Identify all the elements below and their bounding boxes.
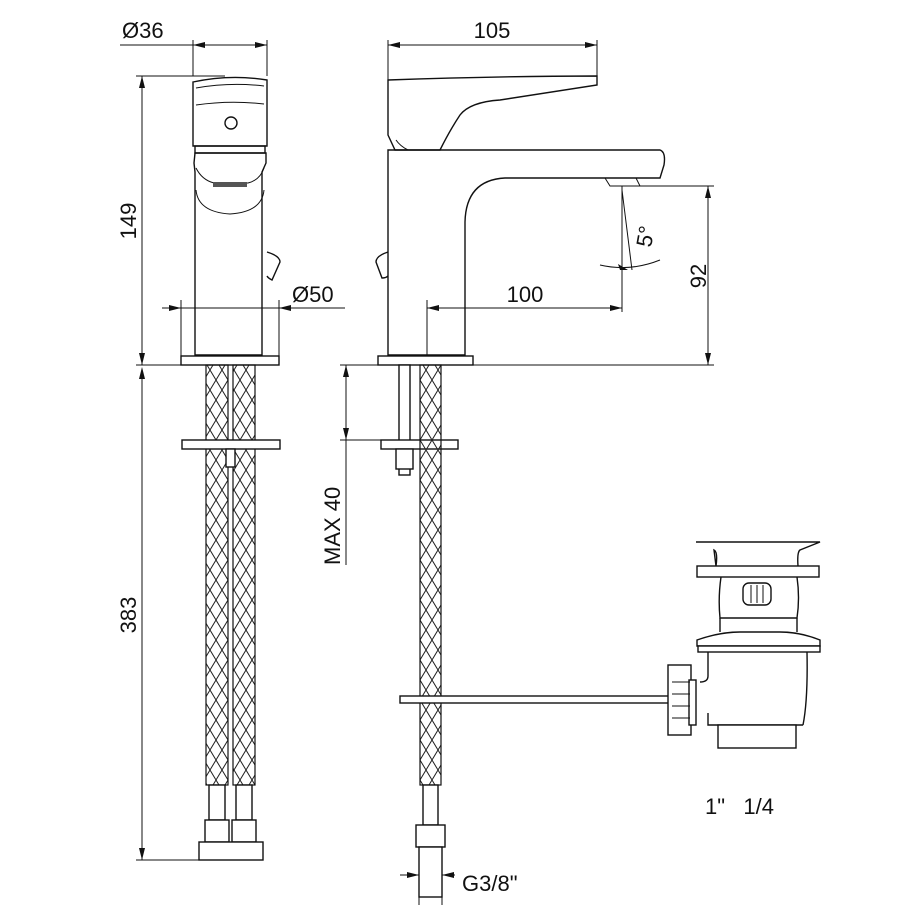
dim-spout-angle: 5° <box>631 224 659 249</box>
spout <box>387 149 666 356</box>
dim-spout-height: 92 <box>686 264 711 288</box>
dim-handle-length: 105 <box>474 18 511 43</box>
hose-cold <box>205 364 229 786</box>
hose-side <box>419 364 442 786</box>
dim-hose-connection: G3/8" <box>462 871 518 896</box>
threaded-rod <box>398 364 411 476</box>
pop-up-waste: 1" 1/4 <box>399 541 821 819</box>
side-view: 105 92 100 5° MAX 40 G3/8" <box>320 18 714 905</box>
mounting-plate <box>181 439 281 450</box>
waste-size-label: 1" 1/4 <box>705 794 774 819</box>
handle-side <box>387 75 598 151</box>
dim-hose-length: 383 <box>116 597 141 634</box>
body-front <box>193 152 267 356</box>
dim-total-height: 149 <box>116 203 141 240</box>
front-view: Ø36 149 Ø50 383 <box>116 18 345 861</box>
dim-base-diameter: Ø50 <box>292 282 334 307</box>
handle-front <box>192 76 268 147</box>
dim-spout-reach: 100 <box>507 282 544 307</box>
handle-hole <box>224 116 238 130</box>
waste-rod <box>399 695 673 704</box>
dim-body-diameter: Ø36 <box>122 18 164 43</box>
hose-fittings <box>198 784 264 861</box>
dim-max-deck: MAX 40 <box>320 487 345 565</box>
hose-hot <box>232 364 256 786</box>
